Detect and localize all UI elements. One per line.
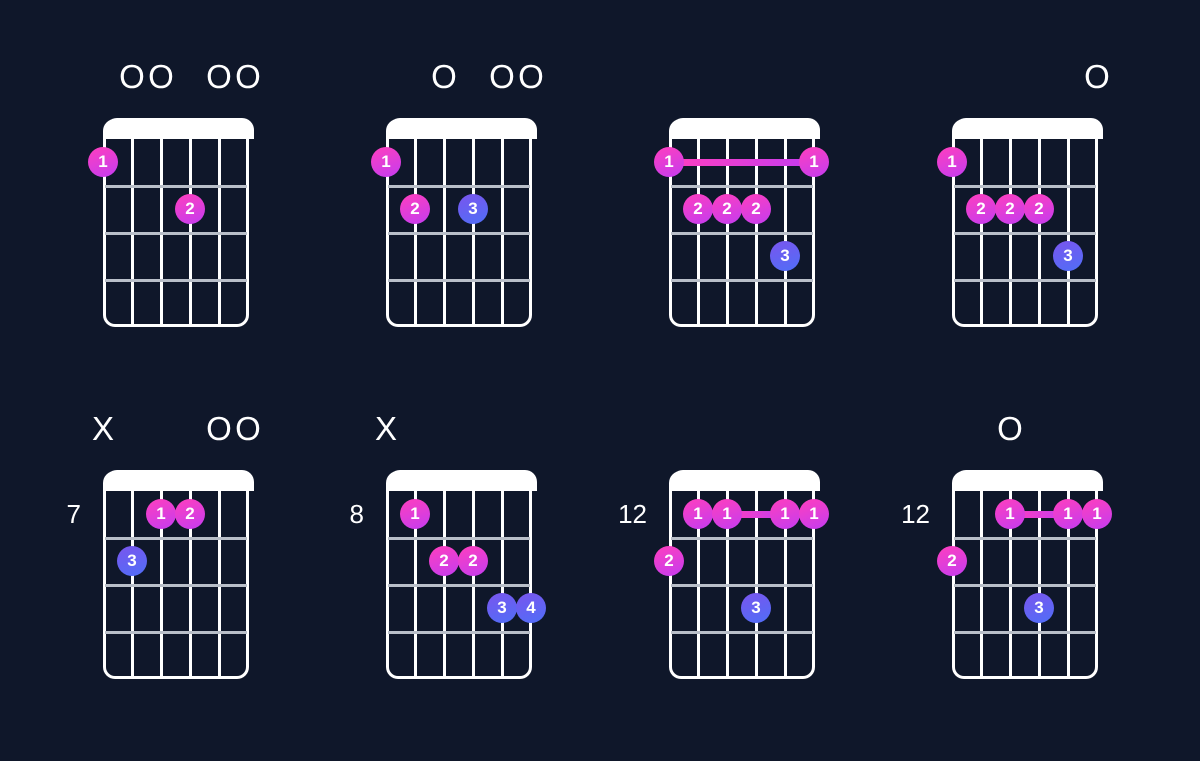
nut bbox=[387, 118, 537, 139]
finger-dot: 3 bbox=[770, 241, 800, 271]
finger-dot: 1 bbox=[712, 499, 742, 529]
nut bbox=[953, 470, 1103, 491]
open-string-marker: O bbox=[235, 58, 261, 95]
fret-line bbox=[671, 279, 813, 282]
finger-dot: 1 bbox=[400, 499, 430, 529]
finger-dot: 3 bbox=[1024, 593, 1054, 623]
finger-dot: 2 bbox=[995, 194, 1025, 224]
finger-dot: 1 bbox=[146, 499, 176, 529]
fret-line bbox=[388, 185, 530, 188]
fret-position-label: 7 bbox=[66, 499, 81, 529]
open-string-marker: O bbox=[206, 58, 232, 95]
finger-dot: 2 bbox=[429, 546, 459, 576]
open-string-marker: O bbox=[119, 58, 145, 95]
nut bbox=[387, 470, 537, 491]
fret-line bbox=[105, 232, 247, 235]
muted-string-marker: X bbox=[374, 410, 397, 447]
finger-dot: 1 bbox=[683, 499, 713, 529]
open-string-marker: O bbox=[1084, 58, 1110, 95]
finger-dot: 1 bbox=[995, 499, 1025, 529]
finger-dot: 3 bbox=[741, 593, 771, 623]
fretboard bbox=[103, 118, 254, 327]
finger-dot: 2 bbox=[966, 194, 996, 224]
finger-dot: 2 bbox=[741, 194, 771, 224]
fret-line bbox=[388, 232, 530, 235]
nut bbox=[104, 118, 254, 139]
fret-line bbox=[105, 537, 247, 540]
open-string-marker: O bbox=[431, 58, 457, 95]
finger-dot: 2 bbox=[937, 546, 967, 576]
finger-dot: 2 bbox=[458, 546, 488, 576]
fret-line bbox=[954, 232, 1096, 235]
open-string-marker: O bbox=[997, 410, 1023, 447]
fretboard bbox=[952, 118, 1103, 327]
finger-dot: 2 bbox=[654, 546, 684, 576]
fret-line bbox=[105, 279, 247, 282]
fret-position-label: 12 bbox=[901, 499, 930, 529]
finger-dot: 2 bbox=[712, 194, 742, 224]
finger-dot: 3 bbox=[458, 194, 488, 224]
finger-dot: 1 bbox=[799, 147, 829, 177]
finger-dot: 1 bbox=[770, 499, 800, 529]
fret-line bbox=[671, 185, 813, 188]
finger-dot: 3 bbox=[487, 593, 517, 623]
fret-line bbox=[105, 584, 247, 587]
finger-dot: 2 bbox=[683, 194, 713, 224]
nut bbox=[953, 118, 1103, 139]
open-string-marker: O bbox=[489, 58, 515, 95]
open-string-marker: O bbox=[518, 58, 544, 95]
fret-line bbox=[388, 584, 530, 587]
finger-dot: 4 bbox=[516, 593, 546, 623]
finger-dot: 1 bbox=[1082, 499, 1112, 529]
open-string-marker: O bbox=[235, 410, 261, 447]
fretboard bbox=[386, 470, 537, 679]
finger-dot: 2 bbox=[1024, 194, 1054, 224]
fret-line bbox=[954, 279, 1096, 282]
finger-dot: 3 bbox=[1053, 241, 1083, 271]
finger-dot: 1 bbox=[654, 147, 684, 177]
finger-dot: 1 bbox=[799, 499, 829, 529]
fret-line bbox=[388, 279, 530, 282]
finger-dot: 1 bbox=[88, 147, 118, 177]
finger-dot: 1 bbox=[1053, 499, 1083, 529]
fret-line bbox=[954, 631, 1096, 634]
nut bbox=[670, 118, 820, 139]
fretboard bbox=[669, 118, 820, 327]
finger-dot: 2 bbox=[400, 194, 430, 224]
nut bbox=[104, 470, 254, 491]
fretboard bbox=[103, 470, 254, 679]
fret-line bbox=[671, 537, 813, 540]
nut bbox=[670, 470, 820, 491]
finger-dot: 1 bbox=[937, 147, 967, 177]
fret-line bbox=[671, 232, 813, 235]
fret-line bbox=[671, 584, 813, 587]
fret-line bbox=[671, 631, 813, 634]
open-string-marker: O bbox=[148, 58, 174, 95]
barre-line bbox=[1010, 510, 1068, 518]
barre-line bbox=[727, 510, 785, 518]
fret-position-label: 8 bbox=[349, 499, 364, 529]
fretboard bbox=[386, 118, 537, 327]
muted-string-marker: X bbox=[91, 410, 114, 447]
finger-dot: 2 bbox=[175, 194, 205, 224]
barre-line bbox=[669, 158, 814, 166]
fret-line bbox=[388, 537, 530, 540]
fret-line bbox=[954, 584, 1096, 587]
fret-line bbox=[105, 185, 247, 188]
fret-position-label: 12 bbox=[618, 499, 647, 529]
finger-dot: 2 bbox=[175, 499, 205, 529]
open-string-marker: O bbox=[206, 410, 232, 447]
fret-line bbox=[954, 185, 1096, 188]
fret-line bbox=[105, 631, 247, 634]
finger-dot: 3 bbox=[117, 546, 147, 576]
fret-line bbox=[954, 537, 1096, 540]
fret-line bbox=[388, 631, 530, 634]
finger-dot: 1 bbox=[371, 147, 401, 177]
